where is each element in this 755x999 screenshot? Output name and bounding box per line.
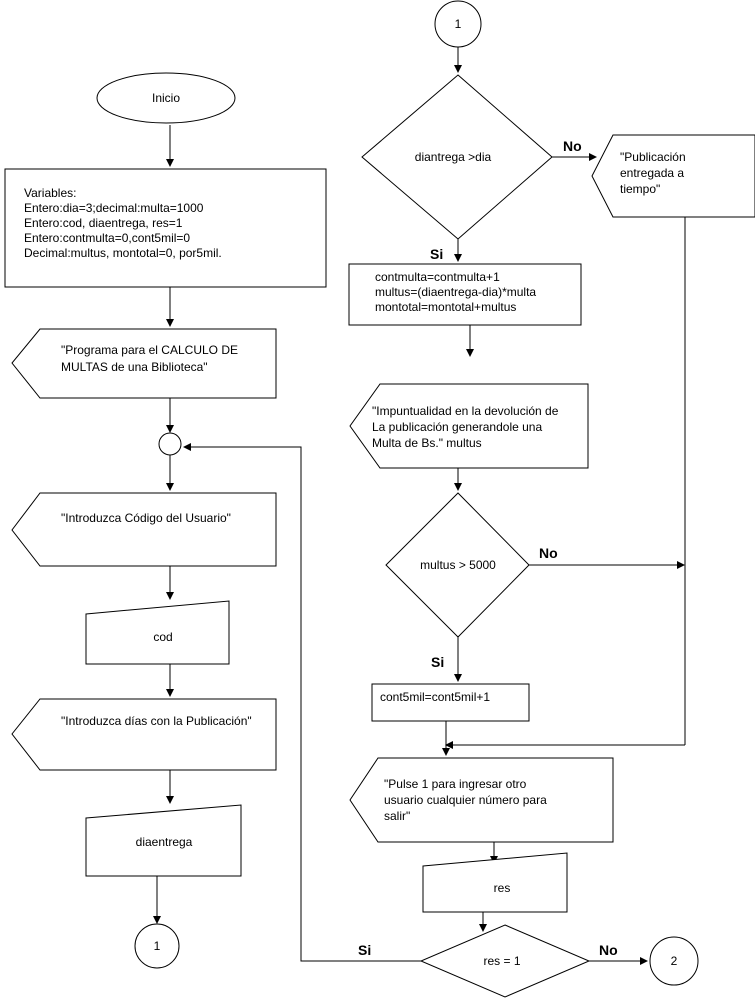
process-multa-line: contmulta=contmulta+1 — [375, 270, 500, 284]
display-programa-line: "Programa para el CALCULO DE — [61, 343, 238, 357]
process-multa-line: montotal=montotal+multus — [375, 300, 516, 314]
input-cod-label: cod — [153, 630, 172, 644]
input-res-label: res — [494, 881, 511, 895]
variables-line: Entero:dia=3;decimal:multa=1000 — [24, 201, 204, 215]
decision-multus-label: multus > 5000 — [420, 558, 496, 572]
arrow-res-si-loop — [183, 443, 421, 962]
start-label: Inicio — [152, 91, 180, 105]
process-multa-box: contmulta=contmulta+1 multus=(diaentrega… — [348, 263, 582, 326]
decision-res: res = 1 — [419, 924, 591, 998]
no-label: No — [539, 545, 558, 561]
no-label: No — [563, 138, 582, 154]
decision-multus: multus > 5000 — [385, 492, 530, 638]
display-codigo-usuario: "Introduzca Código del Usuario" — [11, 492, 277, 567]
connector-1-bottom: 1 — [134, 923, 180, 969]
input-diaentrega-label: diaentrega — [136, 835, 193, 849]
display-dias-publicacion: "Introduzca días con la Publicación" — [11, 698, 277, 771]
display-pulse-1: "Pulse 1 para ingresar otro usuario cual… — [349, 757, 614, 843]
display-codigo-label: "Introduzca Código del Usuario" — [61, 511, 231, 525]
display-impuntualidad-line: Multa de Bs." multus — [372, 436, 482, 450]
variables-process-box: Variables: Entero:dia=3;decimal:multa=10… — [4, 168, 327, 288]
decision-diantrega: diantrega >dia — [361, 74, 553, 240]
si-label: Si — [358, 942, 371, 958]
display-impuntualidad: "Impuntualidad en la devolución de La pu… — [349, 383, 589, 469]
connector-1-bottom-label: 1 — [154, 939, 161, 953]
display-entregada-line: "Publicación — [620, 150, 686, 164]
process-cont5mil-label: cont5mil=cont5mil+1 — [380, 690, 490, 704]
display-programa-line: MULTAS de una Biblioteca" — [61, 360, 208, 374]
display-entregada-line: tiempo" — [620, 182, 660, 196]
variables-line: Entero:contmulta=0,cont5mil=0 — [24, 231, 190, 245]
connector-2: 2 — [649, 936, 699, 986]
display-programa: "Programa para el CALCULO DE MULTAS de u… — [11, 328, 277, 399]
manual-input-diaentrega: diaentrega — [85, 804, 242, 877]
merge-connector-circle — [158, 432, 182, 456]
manual-input-cod: cod — [85, 600, 230, 665]
process-multa-line: multus=(diaentrega-dia)*multa — [375, 285, 536, 299]
si-label: Si — [430, 246, 443, 262]
connector-1-top: 1 — [434, 0, 482, 48]
display-pulse-line: salir" — [384, 809, 410, 823]
connector-2-label: 2 — [671, 954, 678, 968]
display-impuntualidad-line: "Impuntualidad en la devolución de — [372, 404, 559, 418]
display-impuntualidad-line: La publicación generandole una — [372, 420, 542, 434]
decision-diantrega-label: diantrega >dia — [415, 150, 492, 164]
no-label: No — [599, 942, 618, 958]
manual-input-res: res — [422, 852, 568, 913]
start-terminal: Inicio — [96, 72, 236, 124]
process-cont5mil-box: cont5mil=cont5mil+1 — [371, 683, 530, 722]
variables-line: Variables: — [24, 186, 76, 200]
variables-line: Entero:cod, diaentrega, res=1 — [24, 216, 183, 230]
connector-1-top-label: 1 — [455, 17, 462, 31]
decision-res-label: res = 1 — [483, 954, 520, 968]
display-entregada-line: entregada a — [620, 166, 684, 180]
display-entregada-tiempo: "Publicación entregada a tiempo" — [591, 134, 755, 218]
variables-line: Decimal:multus, montotal=0, por5mil. — [24, 246, 222, 260]
display-pulse-line: "Pulse 1 para ingresar otro — [384, 777, 527, 791]
display-pulse-line: usuario cualquier número para — [384, 793, 547, 807]
display-dias-label: "Introduzca días con la Publicación" — [61, 714, 252, 728]
si-label: Si — [431, 654, 444, 670]
